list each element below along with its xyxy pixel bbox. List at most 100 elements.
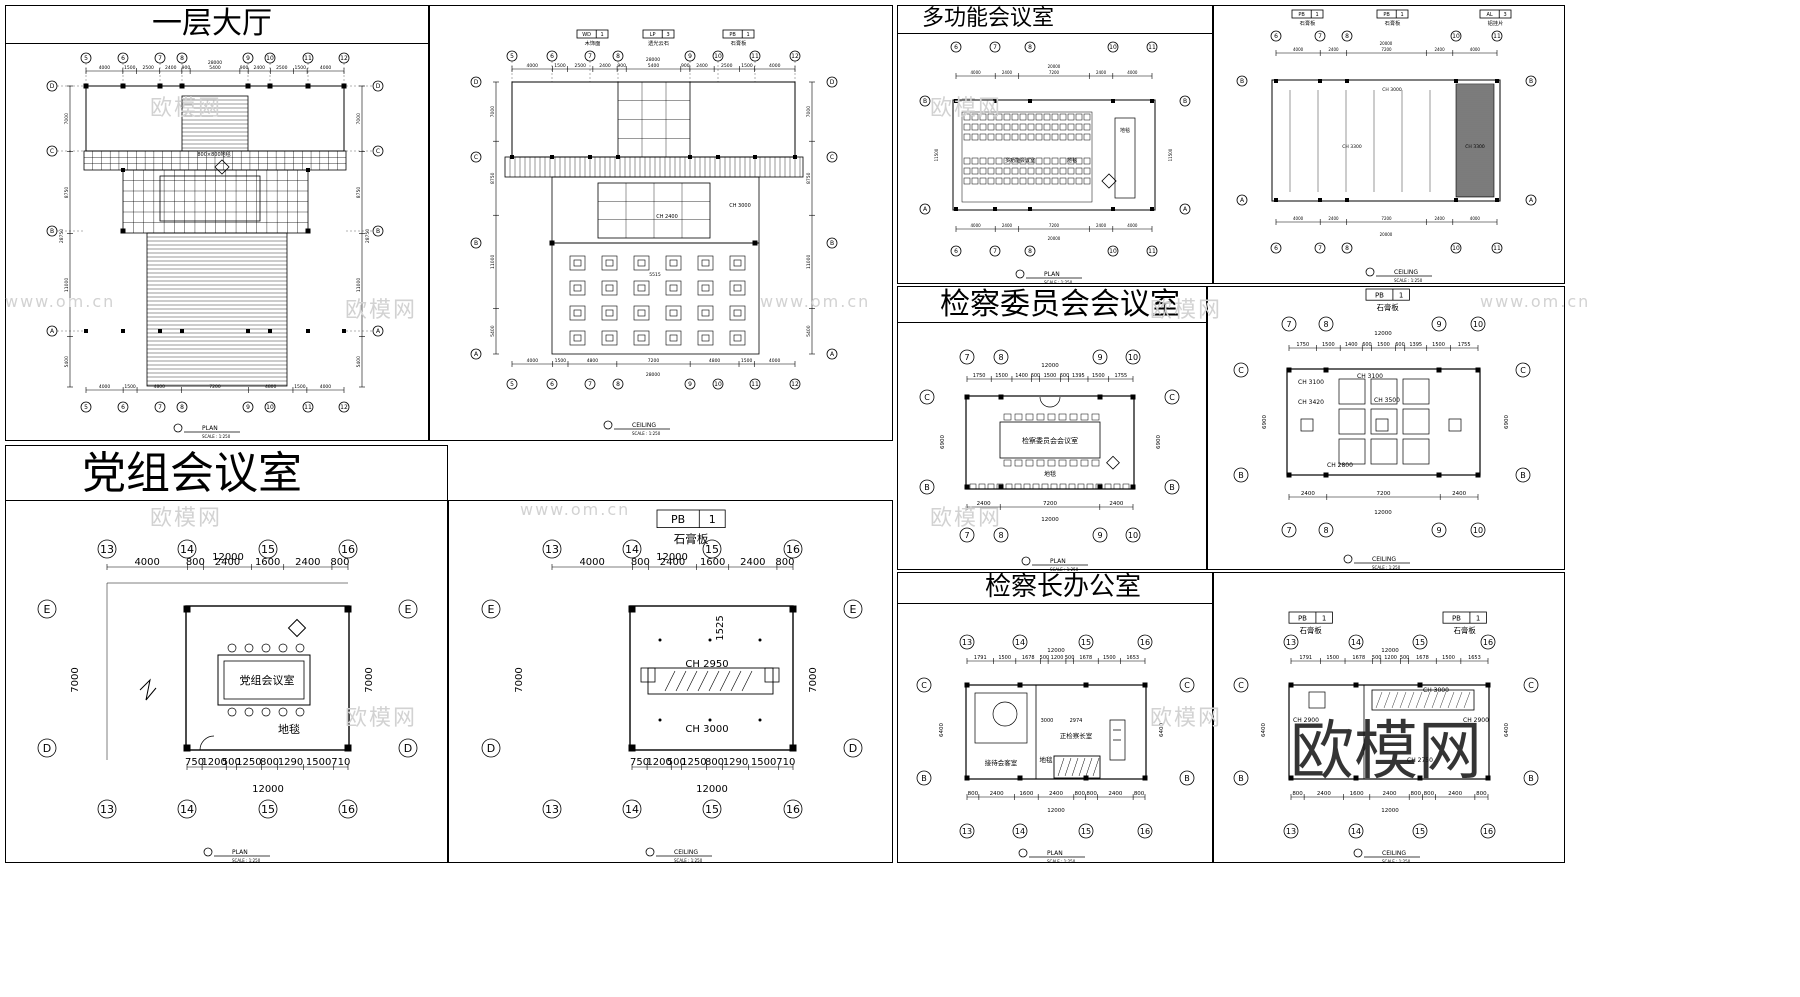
column — [1485, 775, 1491, 781]
chief-ceiling-lightslot — [1371, 689, 1475, 711]
party-ceiling-dim-top-text: 2400 — [660, 557, 685, 568]
column — [964, 775, 970, 781]
axis-bubble — [1450, 242, 1462, 254]
seat — [1019, 167, 1027, 175]
material-tag-num: 1 — [1322, 614, 1326, 622]
column — [510, 155, 514, 159]
seat — [987, 157, 995, 165]
downlight — [758, 638, 762, 642]
seat — [1003, 123, 1011, 131]
caption-scale: SCALE : 1:250 — [632, 431, 661, 436]
axis-bubble — [1012, 634, 1028, 650]
inspection-dim-height-right: 6900 — [1156, 435, 1162, 449]
axis-bubble — [117, 401, 129, 413]
axis-bubble-label: 15 — [1415, 638, 1425, 647]
coffer-light-inner — [669, 309, 678, 317]
column — [1345, 198, 1349, 202]
material-tag-num: 1 — [709, 513, 716, 526]
party-break-mark — [139, 678, 157, 701]
axis-bubble — [1236, 194, 1248, 206]
axis-bubble-label: 9 — [1436, 320, 1441, 329]
ceiling-dim-bottom-text: 1500 — [741, 358, 753, 364]
axis-bubble — [1233, 467, 1249, 483]
seat — [1027, 113, 1035, 121]
column — [246, 329, 250, 333]
party-dim-top-text: 800 — [330, 557, 349, 568]
material-tag-label: 铝挂片 — [1488, 19, 1504, 27]
axis-bubble-label: 14 — [625, 803, 639, 816]
axis-bubble-label: 7 — [1318, 33, 1322, 40]
axis-bubble — [302, 401, 314, 413]
seat — [1067, 167, 1075, 175]
wall-seat — [978, 483, 986, 490]
axis-bubble — [1480, 823, 1496, 839]
axis-bubble — [1283, 634, 1299, 650]
seat — [1043, 123, 1051, 131]
axis-bubble-label: B — [1184, 774, 1190, 783]
lobby-dim-row-total: 28750 — [59, 229, 65, 243]
axis-bubble-label: 16 — [341, 543, 355, 556]
inspection-dim-height: 6900 — [940, 435, 946, 449]
axis-bubble — [176, 401, 188, 413]
inspection-ceiling-dim-height-right: 6900 — [1504, 415, 1510, 429]
axis-bubble-label: 15 — [261, 803, 275, 816]
lobby-dim-top-text: 4000 — [320, 65, 332, 71]
ceiling-dim-rows-right-text: 8750 — [806, 172, 812, 184]
axis-bubble — [1024, 41, 1036, 53]
chair — [1025, 413, 1034, 421]
lobby-dim-top-text: 2500 — [276, 65, 288, 71]
multi-ceiling-dim-bottom-text: 2400 — [1434, 216, 1445, 221]
coffer-light-inner — [669, 334, 678, 342]
column — [1495, 79, 1499, 83]
ceiling-dim-rows-right-text: 5400 — [806, 325, 812, 337]
ceiling-height: CH 3000 — [1382, 87, 1402, 93]
chief-dim-top-text: 1500 — [1103, 655, 1116, 661]
axis-bubble-label: 5 — [510, 381, 514, 388]
seat — [979, 157, 987, 165]
ceiling-dim-total: 28000 — [646, 57, 660, 63]
lobby-dim-row-total: 28750 — [365, 229, 371, 243]
multi-ceiling-dim-bottom-text: 4000 — [1470, 216, 1481, 221]
material-tag — [1479, 9, 1512, 19]
lobby-dim-top-text: 2400 — [165, 65, 177, 71]
axis-bubble-label: 7 — [588, 53, 592, 60]
party-dim-total-bottom: 12000 — [252, 784, 284, 795]
chair — [1036, 413, 1045, 421]
seat — [1003, 167, 1011, 175]
axis-bubble — [1164, 389, 1180, 405]
inspection-dim-total-bottom: 12000 — [1041, 517, 1059, 523]
caption-scale: SCALE : 1:250 — [202, 434, 231, 439]
axis-bubble — [1107, 245, 1119, 257]
lobby-dim-top-text: 2500 — [142, 65, 154, 71]
column — [1288, 775, 1294, 781]
coffer-light — [633, 305, 650, 321]
caption-title: PLAN — [1050, 558, 1066, 565]
seat — [963, 157, 971, 165]
ceiling-coffer — [1338, 378, 1366, 405]
axis-bubble-label: 15 — [705, 543, 719, 556]
material-tag — [1288, 611, 1333, 624]
lobby-dim-top-text: 4000 — [99, 65, 111, 71]
column — [1353, 682, 1359, 688]
axis-bubble-label: A — [830, 351, 835, 358]
chair — [1014, 413, 1023, 421]
column — [268, 329, 272, 333]
lobby-dim-bottom-text: 1500 — [294, 384, 306, 390]
column — [1436, 367, 1442, 373]
chief-ceiling-dim-top-text: 1678 — [1352, 655, 1365, 661]
column — [1288, 682, 1294, 688]
party-dim-top-text: 1600 — [255, 557, 280, 568]
axis-bubble-label: 7 — [158, 404, 162, 411]
axis-bubble — [1137, 823, 1153, 839]
material-tag-num: 1 — [1399, 291, 1403, 299]
coffer-light-inner — [573, 309, 582, 317]
multi-dim-total: 20000 — [1048, 64, 1061, 69]
axis-bubble — [789, 378, 801, 390]
column — [1017, 682, 1023, 688]
axis-bubble-label: E — [44, 603, 51, 616]
chief-title: 检察长办公室 — [985, 572, 1142, 602]
axis-bubble — [584, 378, 596, 390]
coffer-light-inner — [701, 334, 710, 342]
axis-bubble-label: A — [376, 328, 381, 335]
